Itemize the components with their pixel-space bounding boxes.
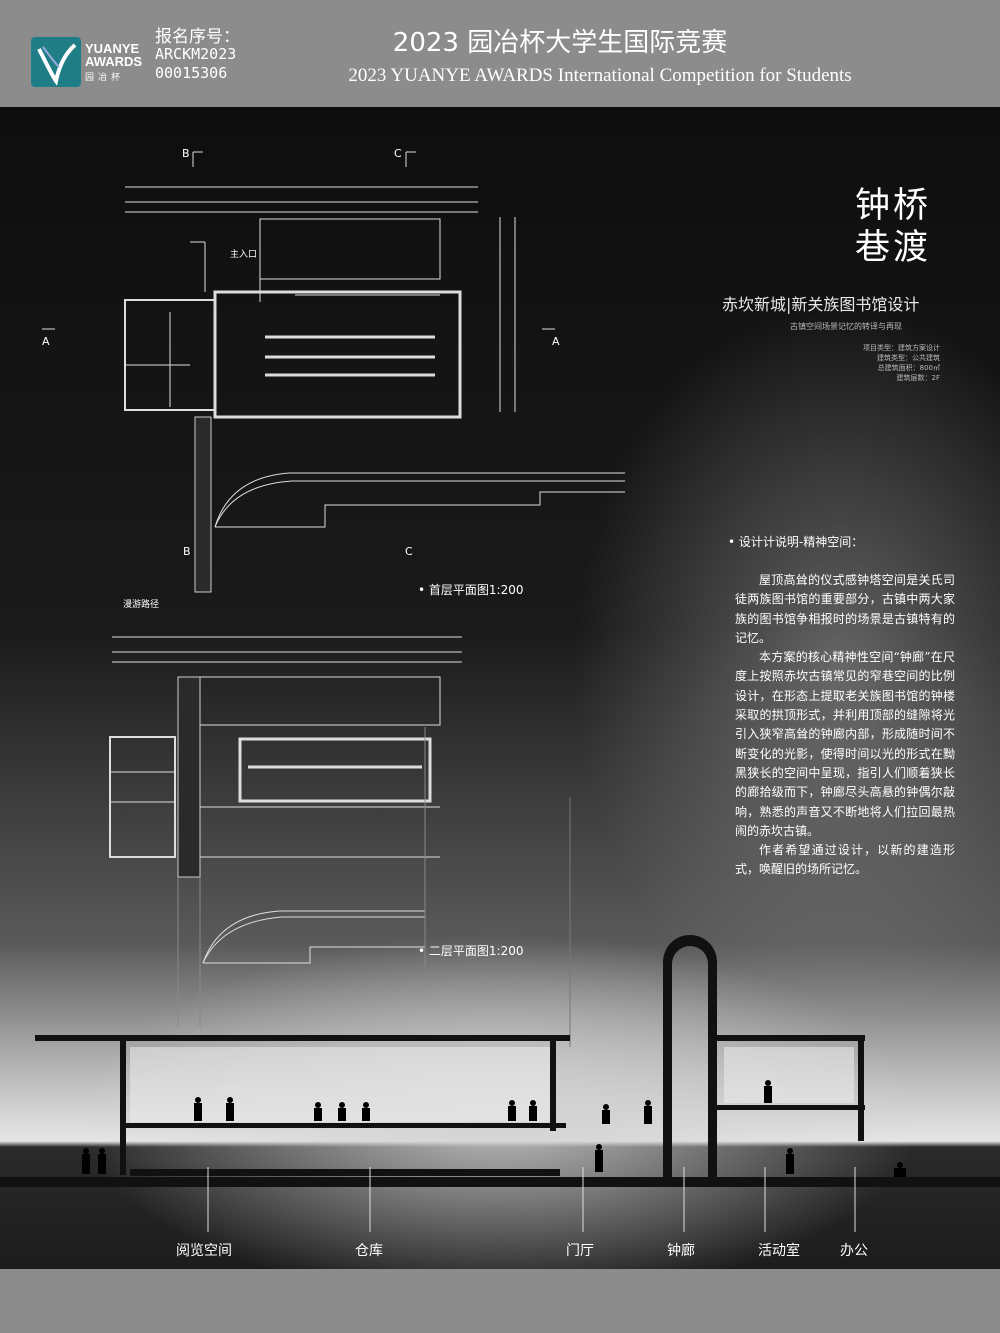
section-marker-a-left: A bbox=[42, 335, 50, 348]
roaming-path-label: 漫游路径 bbox=[123, 600, 160, 610]
competition-title-en: 2023 YUANYE AWARDS International Competi… bbox=[348, 65, 852, 86]
section-marker-c-bottom: C bbox=[405, 545, 413, 558]
section-label-activity-room: 活动室 bbox=[758, 1243, 800, 1259]
description-paragraph: 屋顶高耸的仪式感钟塔空间是关氏司徒两族图书馆的重要部分，古镇中两大家族的图书馆争… bbox=[735, 573, 955, 645]
project-info: 项目类型：建筑方案设计 建筑类型：公共建筑 总建筑面积：800㎡ 建筑层数：2F bbox=[863, 344, 940, 382]
project-subtitle: 赤坎新城|新关族图书馆设计 bbox=[722, 295, 920, 314]
section-label-office: 办公 bbox=[840, 1243, 868, 1259]
competition-title-cn: 2023 园冶杯大学生国际竞赛 bbox=[392, 28, 728, 58]
second-floor-plan-label: • 二层平面图1:200 bbox=[418, 944, 524, 958]
registration-number: ARCKM2023 00015306 bbox=[155, 45, 237, 82]
section-marker-b-bottom: B bbox=[183, 545, 191, 558]
project-title: 钟桥 巷渡 bbox=[855, 186, 932, 268]
logo-mark-icon bbox=[37, 43, 77, 86]
ground-floor-plan-label: • 首层平面图1:200 bbox=[418, 583, 524, 597]
logo-subtitle: 园冶杯 bbox=[85, 73, 125, 83]
section-marker-b-top: B bbox=[182, 147, 190, 160]
section-marker-a-right: A bbox=[552, 335, 560, 348]
design-description: 屋顶高耸的仪式感钟塔空间是关氏司徒两族图书馆的重要部分，古镇中两大家族的图书馆争… bbox=[735, 571, 955, 880]
description-heading: • 设计计说明-精神空间： bbox=[728, 535, 864, 549]
section-label-storage: 仓库 bbox=[355, 1243, 383, 1259]
header-bar: YUANYE AWARDS 园冶杯 报名序号： ARCKM2023 000153… bbox=[0, 0, 1000, 107]
logo-wordmark: YUANYE AWARDS bbox=[85, 41, 143, 69]
yuanye-logo bbox=[31, 37, 81, 87]
section-marker-c-top: C bbox=[394, 147, 402, 160]
description-paragraph: 本方案的核心精神性空间“钟廊”在尺度上按照赤坎古镇常见的窄巷空间的比例设计，在形… bbox=[735, 650, 955, 838]
section-label-reading: 阅览空间 bbox=[176, 1243, 232, 1259]
entrance-label: 主入口 bbox=[230, 250, 258, 260]
footer-bar bbox=[0, 1269, 1000, 1333]
section-label-bell-corridor: 钟廊 bbox=[667, 1243, 695, 1259]
registration-label: 报名序号： bbox=[155, 27, 240, 47]
description-paragraph: 作者希望通过设计，以新的建造形式，唤醒旧的场所记忆。 bbox=[735, 843, 955, 877]
section-label-lobby: 门厅 bbox=[566, 1243, 594, 1259]
poster-board: B C A A B C 主入口 漫游路径 • 首层平面图1:200 • 二层平面… bbox=[0, 107, 1000, 1269]
project-tagline: 古镇空间场景记忆的转译与再现 bbox=[790, 322, 902, 331]
architecture-drawings bbox=[0, 151, 1000, 1232]
